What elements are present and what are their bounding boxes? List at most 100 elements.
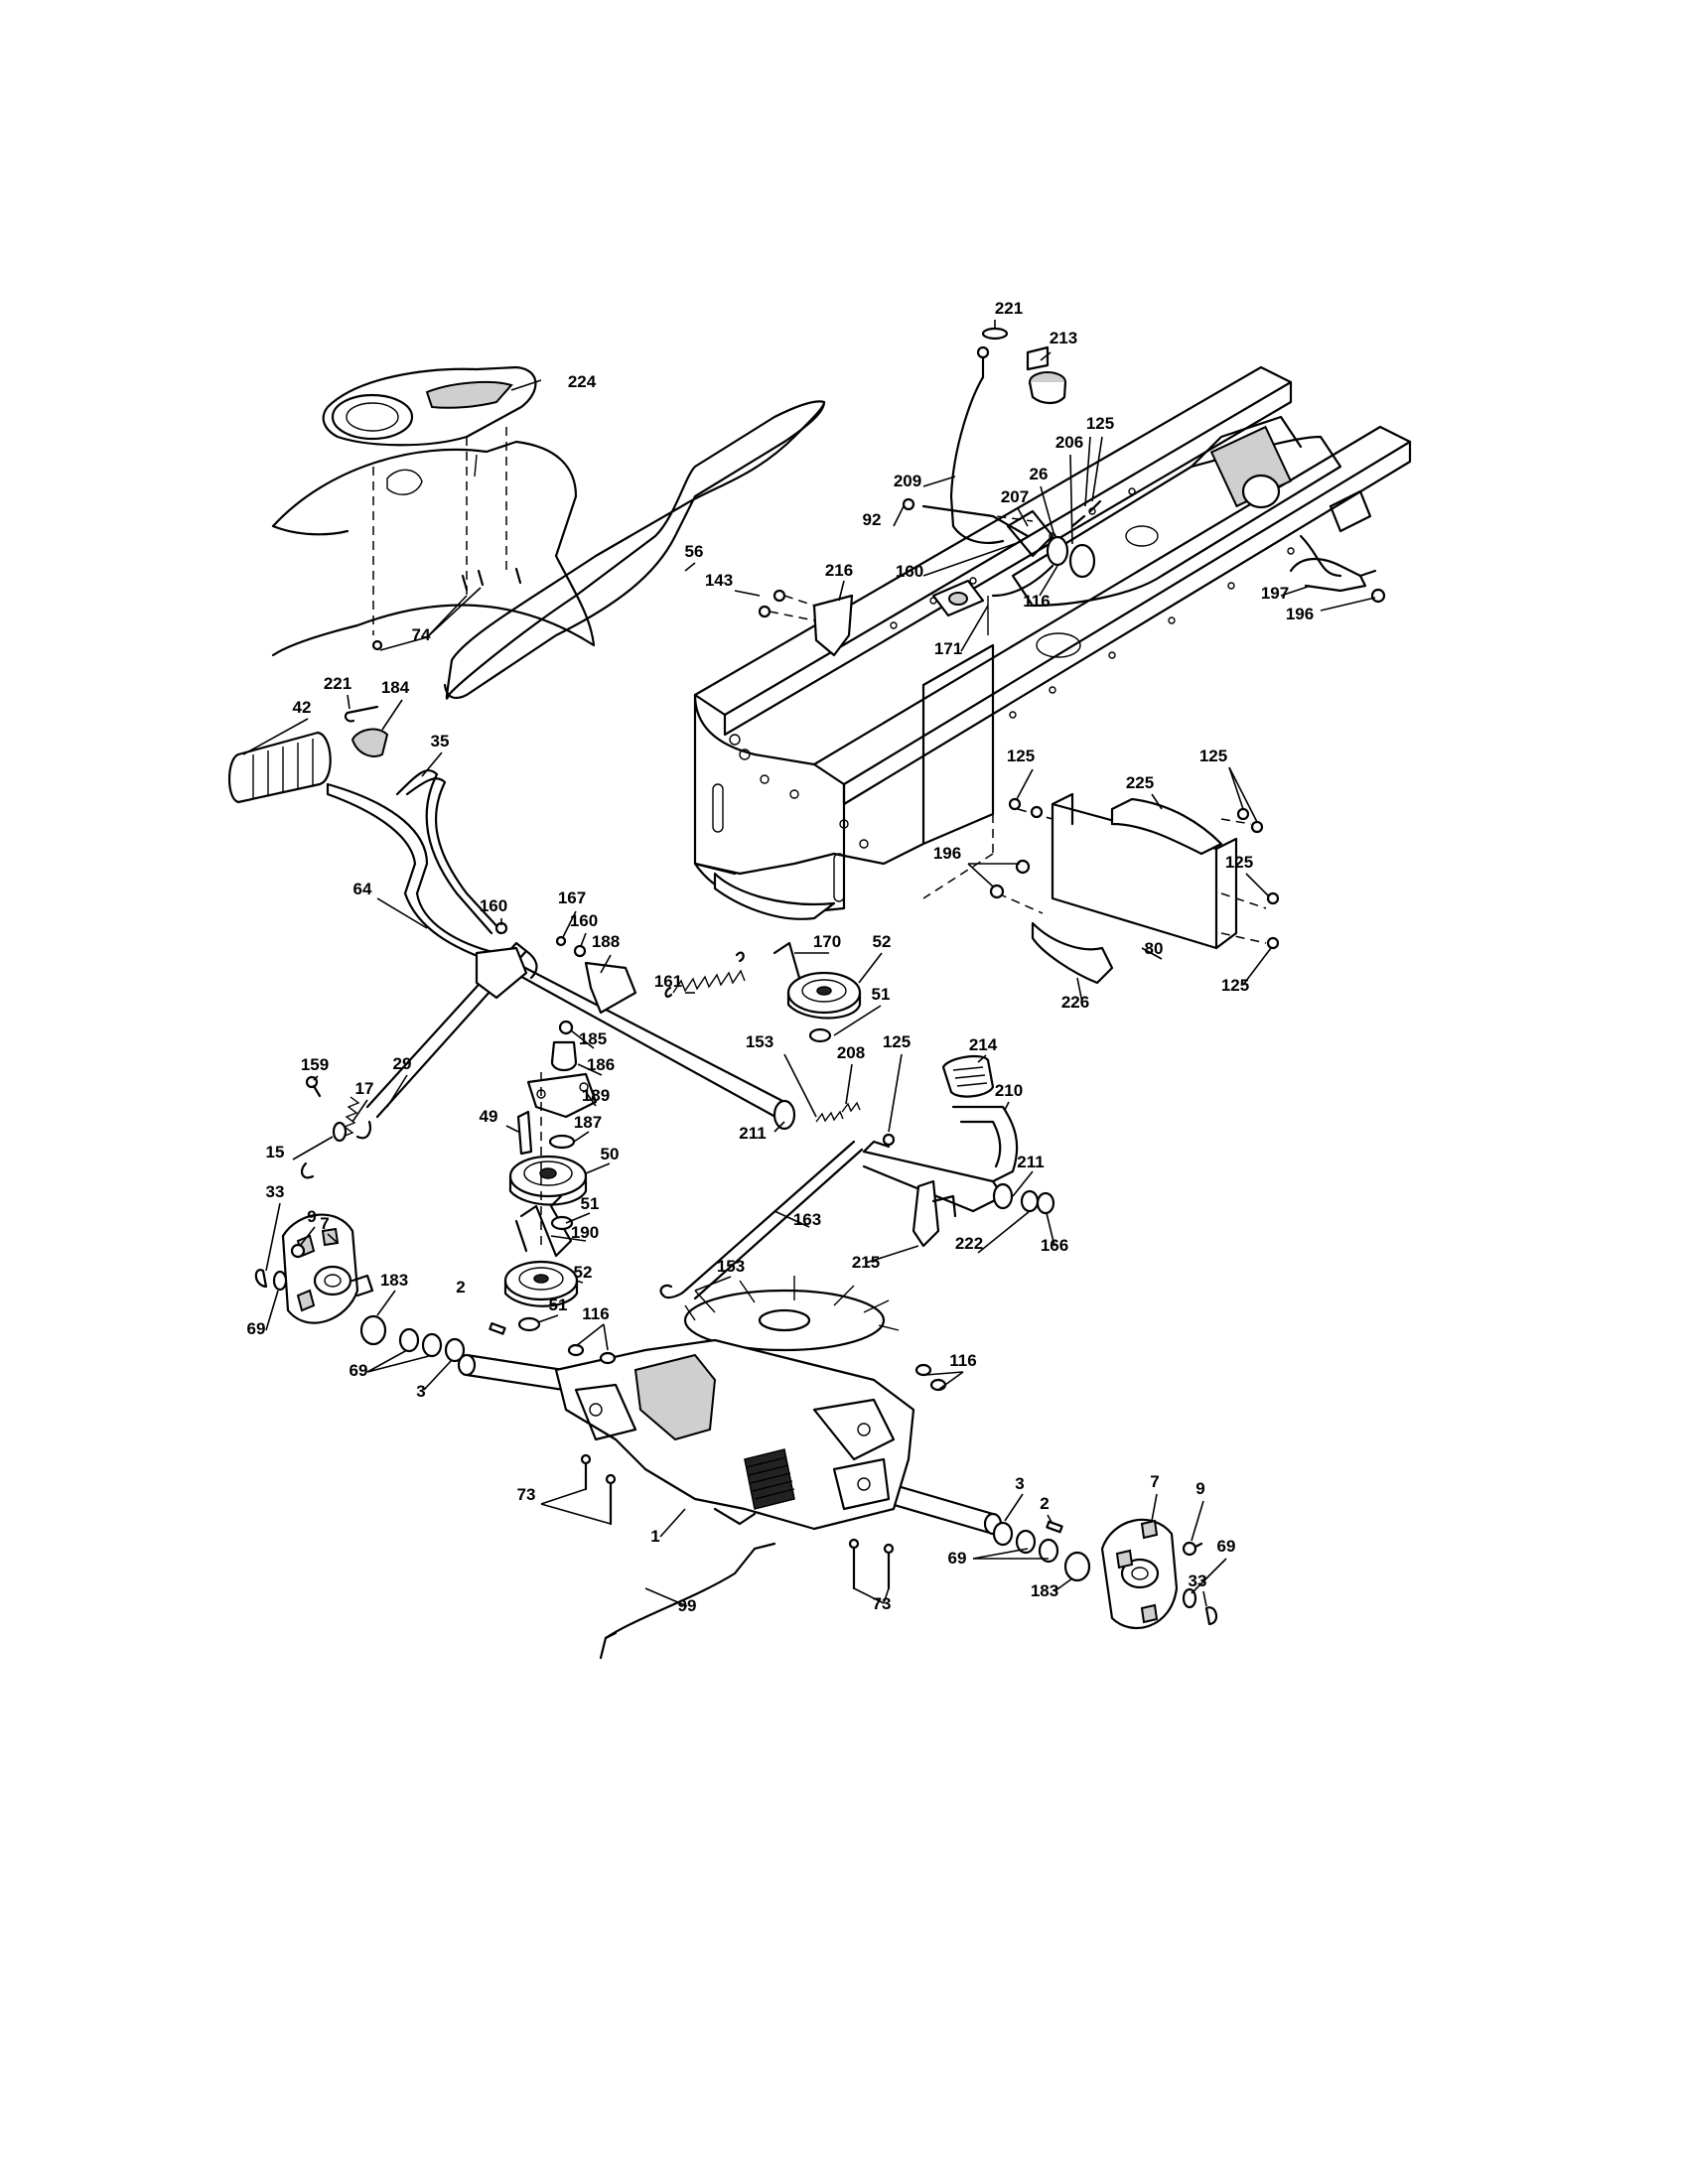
callout-c-33b: 33 [1189,1571,1207,1590]
callout-c-163: 163 [793,1210,821,1229]
callout-c-42: 42 [293,698,312,717]
callout-c-184: 184 [381,678,410,697]
callout-c-3a: 3 [416,1382,425,1401]
callout-c-183b: 183 [1031,1581,1058,1600]
callout-c-187: 187 [574,1113,602,1132]
callout-c-73b: 73 [873,1594,892,1613]
callout-c-224: 224 [568,372,597,391]
idler-assembly [503,1020,598,1332]
hub-left [254,1213,506,1363]
callout-c-221b: 221 [324,674,351,693]
callout-c-159: 159 [301,1055,329,1074]
callout-c-116b: 116 [582,1304,609,1323]
callout-c-215: 215 [852,1253,880,1272]
callout-c-213: 213 [1050,329,1077,347]
leader-lines [242,320,1376,1607]
callout-c-69c: 69 [1217,1537,1236,1556]
callout-c-125c: 125 [1199,747,1227,765]
frame-assembly [693,365,1412,920]
callout-c-17: 17 [355,1079,374,1098]
callout-c-222: 222 [955,1234,983,1253]
callout-c-116c: 116 [949,1351,976,1370]
callout-c-208: 208 [837,1043,865,1062]
callout-c-125f: 125 [883,1032,911,1051]
callout-c-216: 216 [825,561,853,580]
callout-c-207: 207 [1001,487,1029,506]
callout-c-2b: 2 [1040,1494,1049,1513]
callout-c-56: 56 [685,542,704,561]
callout-c-153b: 153 [717,1257,745,1276]
callout-c-51a: 51 [872,985,891,1004]
callout-c-225: 225 [1126,773,1154,792]
pulley-52-upper [772,941,862,1043]
callout-c-160a: 160 [896,562,923,581]
callout-c-116a: 116 [1023,592,1050,611]
belt-56 [443,400,826,700]
callout-c-125a: 125 [1086,414,1114,433]
callout-c-160c: 160 [570,911,598,930]
callout-c-26: 26 [1030,465,1049,483]
pedal-197 [1289,558,1386,604]
callout-c-125d: 125 [1225,853,1253,872]
callout-c-92: 92 [863,510,882,529]
callout-c-183a: 183 [380,1271,408,1290]
callout-c-161: 161 [654,972,682,991]
callout-c-49: 49 [480,1107,498,1126]
callout-c-226: 226 [1061,993,1089,1012]
callout-c-7b: 7 [1150,1472,1159,1491]
callout-c-211a: 211 [739,1124,766,1143]
spring-161 [664,951,746,998]
callout-c-64: 64 [353,880,372,898]
callout-c-52a: 52 [873,932,892,951]
callout-c-29: 29 [393,1054,412,1073]
callout-c-143: 143 [705,571,733,590]
callout-c-9b: 9 [1195,1479,1204,1498]
callout-c-167: 167 [558,888,586,907]
callout-c-74: 74 [412,625,431,644]
rod-163 [659,1140,864,1300]
part-171 [931,579,989,635]
callout-c-188: 188 [592,932,620,951]
callout-c-209: 209 [894,472,921,490]
callout-c-51b: 51 [581,1194,600,1213]
callout-c-153a: 153 [746,1032,773,1051]
callout-c-171: 171 [934,639,962,658]
callout-c-206: 206 [1055,433,1083,452]
shaft-brackets [475,921,796,1131]
callout-c-166: 166 [1041,1236,1068,1255]
callout-c-80: 80 [1145,939,1164,958]
bracket-216 [758,589,854,657]
callout-c-7a: 7 [320,1214,329,1233]
callout-c-196a: 196 [1286,605,1314,623]
callout-c-9a: 9 [307,1207,316,1226]
callout-c-211b: 211 [1017,1153,1044,1171]
callout-c-52b: 52 [574,1263,593,1282]
drive-pedal-assembly [815,1054,1055,1248]
callout-c-3b: 3 [1015,1474,1024,1493]
frame-holes-row [890,487,1295,719]
callout-c-196b: 196 [933,844,961,863]
callout-c-186: 186 [587,1055,615,1074]
callout-c-210: 210 [995,1081,1023,1100]
callout-c-185: 185 [579,1029,607,1048]
callout-c-221a: 221 [995,299,1023,318]
callout-c-2a: 2 [456,1278,465,1297]
callout-c-125b: 125 [1007,747,1035,765]
callout-c-15: 15 [266,1143,285,1161]
callout-c-99: 99 [678,1596,697,1615]
callout-c-189: 189 [582,1086,610,1105]
rod-99 [599,1542,776,1660]
callout-c-1: 1 [650,1527,659,1546]
callout-c-69a: 69 [247,1319,266,1338]
callout-c-197: 197 [1261,584,1289,603]
callout-c-69b: 69 [350,1361,368,1380]
hub-right [992,1518,1218,1630]
callout-c-125e: 125 [1221,976,1249,995]
transaxle-1 [457,1276,1003,1590]
callout-c-69d: 69 [948,1549,967,1568]
callout-c-50: 50 [601,1145,620,1163]
shift-lever-assembly [902,327,1102,598]
callout-c-214: 214 [969,1035,998,1054]
